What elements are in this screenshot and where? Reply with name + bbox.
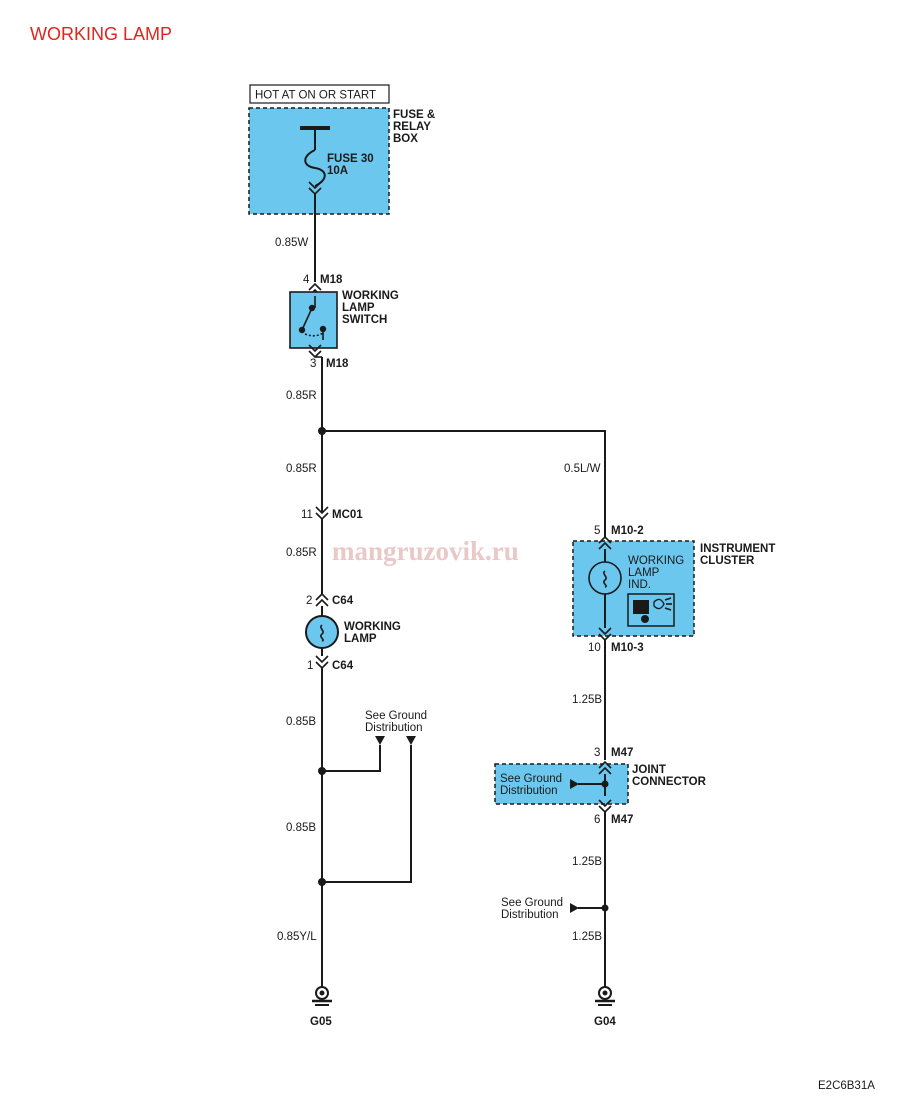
connector-m10-2: [598, 535, 612, 550]
joint-bot-conn: M47: [611, 814, 633, 826]
joint-top-pin: 3: [594, 747, 600, 759]
switch-top-conn: M18: [320, 274, 343, 286]
wire-to-cluster: [322, 430, 606, 537]
svg-text:WORKING: WORKING: [628, 555, 684, 567]
wire-label-1-25b-b: 1.25B: [572, 856, 602, 868]
svg-text:INSTRUMENT: INSTRUMENT: [700, 543, 775, 555]
fuse-relay-box-label: FUSE & RELAY BOX: [393, 109, 435, 145]
watermark: mangruzovik.ru: [332, 536, 519, 566]
ground-g04-symbol: [595, 986, 615, 1006]
power-label: HOT AT ON OR START: [255, 90, 376, 102]
wire-label-1-25b-c: 1.25B: [572, 931, 602, 943]
connector-m47-top: [598, 760, 612, 775]
wire-ground-branch-1: [322, 745, 381, 772]
svg-text:CONNECTOR: CONNECTOR: [632, 776, 707, 788]
switch-bot-pin: 3: [310, 358, 316, 370]
joint-ground-ref: See Ground Distribution: [500, 773, 562, 797]
joint-connector-label: JOINT CONNECTOR: [632, 764, 707, 788]
working-lamp-label: WORKING LAMP: [344, 621, 401, 645]
switch-label: WORKING LAMP SWITCH: [342, 290, 399, 326]
right-ground-arrow: [570, 903, 579, 913]
wire-label-0-85yl: 0.85Y/L: [277, 931, 317, 943]
wire-label-0-85r-c: 0.85R: [286, 547, 317, 559]
switch-bot-conn: M18: [326, 358, 349, 370]
lamp-top-pin: 2: [306, 595, 312, 607]
svg-text:Distribution: Distribution: [501, 909, 559, 921]
mc01-pin: 11: [301, 509, 313, 521]
ground-ref-arrow-1: [375, 736, 385, 745]
svg-text:WORKING: WORKING: [344, 621, 401, 633]
wire-label-0-85b-b: 0.85B: [286, 822, 316, 834]
fuse-30-label: FUSE 30 10A: [327, 153, 374, 177]
joint-top-conn: M47: [611, 747, 633, 759]
svg-text:Distribution: Distribution: [365, 722, 423, 734]
wire-label-0-85b-a: 0.85B: [286, 716, 316, 728]
lamp-top-conn: C64: [332, 595, 354, 607]
svg-text:See Ground: See Ground: [501, 897, 563, 909]
svg-text:SWITCH: SWITCH: [342, 314, 387, 326]
wire-label-0-85w: 0.85W: [275, 237, 308, 249]
switch-top-pin: 4: [303, 274, 310, 286]
splice-ground-1: [318, 767, 326, 775]
instrument-cluster-label: INSTRUMENT CLUSTER: [700, 543, 775, 567]
svg-text:LAMP: LAMP: [628, 567, 660, 579]
power-label-box: [249, 84, 390, 104]
svg-text:FUSE 30: FUSE 30: [327, 153, 374, 165]
svg-text:RELAY: RELAY: [393, 121, 431, 133]
svg-text:JOINT: JOINT: [632, 764, 666, 776]
indicator-label: WORKING LAMP IND.: [628, 555, 684, 591]
wire-label-0-85r-b: 0.85R: [286, 463, 317, 475]
lamp-bot-conn: C64: [332, 660, 354, 672]
wire-ground-branch-2: [322, 745, 412, 883]
ground-ref-arrow-2: [406, 736, 416, 745]
connector-c64-bottom: [315, 655, 329, 670]
ground-g05-symbol: [312, 986, 332, 1006]
lamp-bot-pin: 1: [307, 660, 313, 672]
working-lamp-switch: [289, 291, 338, 349]
joint-ground-arrow: [570, 779, 579, 789]
svg-text:Distribution: Distribution: [500, 785, 558, 797]
cluster-bot-conn: M10-3: [611, 642, 644, 654]
svg-text:BOX: BOX: [393, 133, 418, 145]
switch-contacts: [298, 296, 327, 340]
ground-g05-label: G05: [310, 1016, 332, 1028]
fuse-relay-box: [248, 107, 390, 215]
svg-text:LAMP: LAMP: [342, 302, 375, 314]
ground-g04-label: G04: [594, 1016, 616, 1028]
working-lamp-indicator: [588, 561, 622, 595]
ground-ref-right: See Ground Distribution: [501, 897, 563, 921]
work-light-icon: [627, 593, 675, 627]
svg-text:WORKING: WORKING: [342, 290, 399, 302]
svg-text:CLUSTER: CLUSTER: [700, 555, 755, 567]
svg-text:IND.: IND.: [628, 579, 651, 591]
svg-text:10A: 10A: [327, 165, 348, 177]
figure-code: E2C6B31A: [818, 1080, 875, 1092]
svg-text:See Ground: See Ground: [500, 773, 562, 785]
cluster-top-pin: 5: [594, 525, 600, 537]
connector-c64-top: [315, 592, 329, 607]
cluster-bot-pin: 10: [588, 642, 601, 654]
wire-label-1-25b-a: 1.25B: [572, 694, 602, 706]
diagram-title: WORKING LAMP: [30, 24, 172, 44]
fuse-30-symbol: [300, 126, 330, 196]
joint-bot-pin: 6: [594, 814, 600, 826]
wire-label-0-5lw: 0.5L/W: [564, 463, 601, 475]
svg-text:See Ground: See Ground: [365, 710, 427, 722]
splice-ground-2: [318, 878, 326, 886]
working-lamp-bulb: [305, 615, 339, 649]
mc01-conn: MC01: [332, 509, 363, 521]
svg-text:LAMP: LAMP: [344, 633, 377, 645]
ground-ref-left: See Ground Distribution: [365, 710, 427, 734]
wire-label-0-85r-a: 0.85R: [286, 390, 317, 402]
svg-text:FUSE &: FUSE &: [393, 109, 435, 121]
cluster-top-conn: M10-2: [611, 525, 644, 537]
